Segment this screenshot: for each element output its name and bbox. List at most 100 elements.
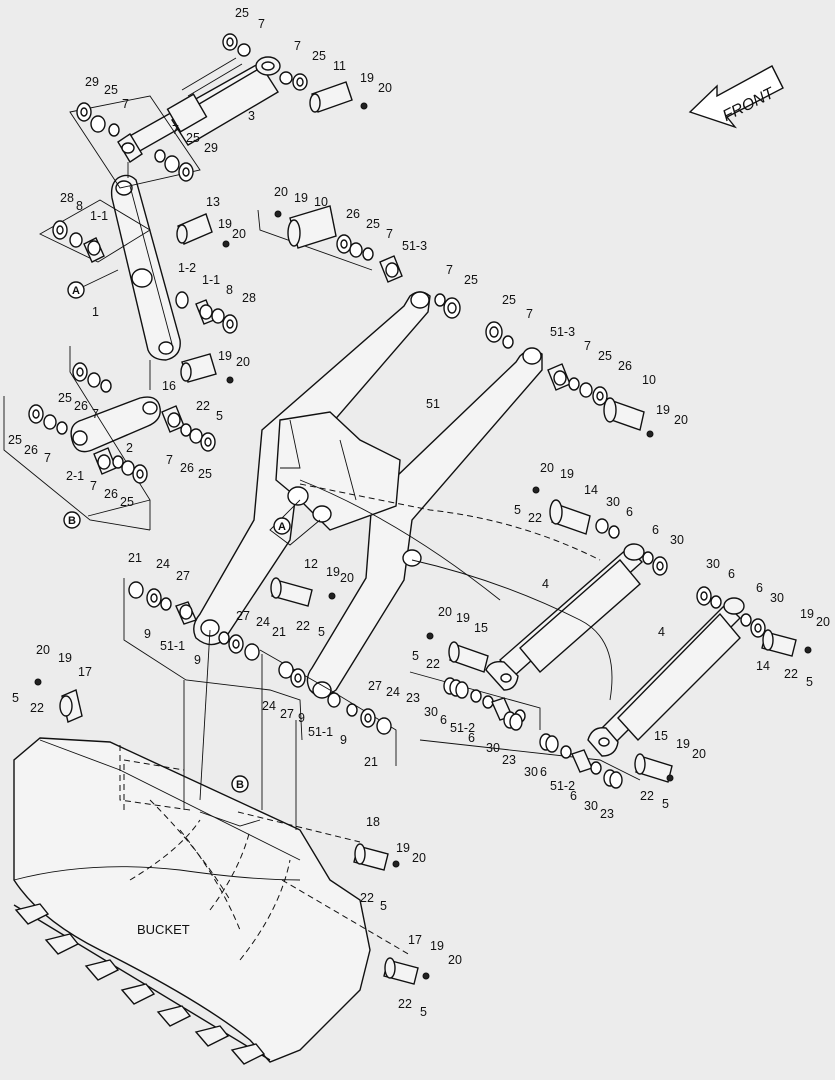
part-label: 20 <box>232 227 246 241</box>
part-label: 20 <box>412 851 426 865</box>
part-label: 22 <box>784 667 798 681</box>
part-label: 7 <box>92 407 99 421</box>
part-label: 23 <box>406 691 420 705</box>
part-label: 6 <box>540 765 547 779</box>
part-label: 5 <box>420 1005 427 1019</box>
part-label: 4 <box>658 625 665 639</box>
group-brackets <box>3 95 641 781</box>
part-label: 27 <box>176 569 190 583</box>
part-label: 5 <box>514 503 521 517</box>
part-label: 26 <box>74 399 88 413</box>
part-label: 9 <box>298 711 305 725</box>
bucket: BUCKET <box>13 737 371 1065</box>
front-arrow-icon: FRONT <box>688 65 784 129</box>
part-label: 21 <box>272 625 286 639</box>
part-label: 9 <box>144 627 151 641</box>
part-label: 11 <box>333 59 346 73</box>
part-label: 30 <box>524 765 538 779</box>
part-label: 26 <box>24 443 38 457</box>
part-label: 20 <box>692 747 706 761</box>
part-number-labels: 25 7 7 25 11 19 20 29 25 7 3 7 25 29 20 … <box>8 6 830 1019</box>
part-label: 7 <box>166 453 173 467</box>
part-label: 30 <box>706 557 720 571</box>
part-label: 19 <box>430 939 444 953</box>
callout-b-link: B <box>63 511 81 529</box>
part-label: 25 <box>186 131 200 145</box>
part-label: 6 <box>440 713 447 727</box>
callout-b-bucket: B <box>231 775 249 793</box>
part-label: 7 <box>258 17 265 31</box>
part-label: 27 <box>236 609 250 623</box>
part-label: 24 <box>256 615 270 629</box>
part-label: 6 <box>468 731 475 745</box>
callout-a-top: A <box>67 281 85 299</box>
part-label: 24 <box>156 557 170 571</box>
part-label: 19 <box>58 651 72 665</box>
part-label: 9 <box>194 653 201 667</box>
part-label: 19 <box>218 349 232 363</box>
part-label: 10 <box>642 373 656 387</box>
part-label: 30 <box>424 705 438 719</box>
part-label: 21 <box>364 755 378 769</box>
part-label: 19 <box>360 71 374 85</box>
part-label: 6 <box>728 567 735 581</box>
part-label: 19 <box>218 217 232 231</box>
part-label: 30 <box>486 741 500 755</box>
part-label: 13 <box>206 195 220 209</box>
part-label: 29 <box>204 141 218 155</box>
part-label: 10 <box>314 195 328 209</box>
part-label: 7 <box>90 479 97 493</box>
part-label: 51 <box>426 397 440 411</box>
part-label: 25 <box>598 349 612 363</box>
part-label: 19 <box>800 607 814 621</box>
part-label: 30 <box>584 799 598 813</box>
part-label: 7 <box>172 123 179 137</box>
part-label: 18 <box>366 815 380 829</box>
svg-text:A: A <box>278 521 286 533</box>
part-label: 20 <box>274 185 288 199</box>
part-label: 25 <box>235 6 249 20</box>
part-label: 8 <box>226 283 233 297</box>
bucket-link <box>70 396 161 453</box>
part-label: 25 <box>312 49 326 63</box>
part-label: 26 <box>104 487 118 501</box>
part-label: 6 <box>652 523 659 537</box>
part-label: 7 <box>294 39 301 53</box>
svg-text:A: A <box>72 285 80 297</box>
pins-and-hardware <box>28 33 812 985</box>
part-label: 24 <box>262 699 276 713</box>
svg-text:B: B <box>68 515 76 527</box>
boom-cylinder <box>117 56 281 163</box>
part-label: 20 <box>816 615 830 629</box>
part-label: 26 <box>180 461 194 475</box>
part-label: 23 <box>502 753 516 767</box>
part-label: 7 <box>526 307 533 321</box>
part-label: 25 <box>198 467 212 481</box>
part-label: 19 <box>560 467 574 481</box>
part-label: 16 <box>162 379 176 393</box>
part-label: 51-2 <box>450 721 475 735</box>
part-label: 19 <box>456 611 470 625</box>
part-label: 5 <box>318 625 325 639</box>
part-label: 27 <box>280 707 294 721</box>
part-label: 25 <box>58 391 72 405</box>
part-label: 22 <box>640 789 654 803</box>
boom-arm <box>193 291 543 699</box>
part-label: 17 <box>408 933 422 947</box>
part-label: 1-2 <box>178 261 196 275</box>
part-label: 20 <box>36 643 50 657</box>
part-label: 14 <box>584 483 598 497</box>
part-label: 15 <box>654 729 668 743</box>
part-label: 51-3 <box>402 239 427 253</box>
part-label: 6 <box>626 505 633 519</box>
part-label: 5 <box>12 691 19 705</box>
part-label: 25 <box>502 293 516 307</box>
part-label: 15 <box>474 621 488 635</box>
part-label: 27 <box>368 679 382 693</box>
part-label: 25 <box>464 273 478 287</box>
part-label: 22 <box>398 997 412 1011</box>
part-label: 4 <box>542 577 549 591</box>
lift-cylinder-right <box>587 597 745 757</box>
part-label: 20 <box>540 461 554 475</box>
part-label: 25 <box>366 217 380 231</box>
